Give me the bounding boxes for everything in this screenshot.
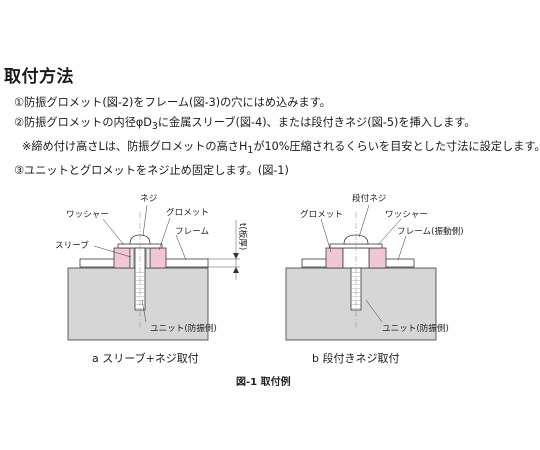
step-2-text-b: に金属スリーブ(図-4)、または段付きネジ(図-5)を挿入します。: [157, 116, 476, 129]
step-1: ①防振グロメット(図-2)をフレーム(図-3)の穴にはめ込みます。: [14, 96, 331, 109]
grommet-right-a: [149, 247, 167, 269]
label-grommet-b: グロメット: [300, 208, 343, 220]
leader-sleeve-a: [93, 245, 132, 258]
leader-washer-b: [377, 218, 402, 246]
label-screw-a: ネジ: [140, 193, 158, 204]
label-frame-a: フレーム: [175, 226, 210, 237]
label-unit-b: ユニット(防振側): [382, 322, 449, 334]
leader-screw-a: [142, 204, 148, 237]
figure-a: t(板厚) ネジ ワッシャー グロメット フレーム スリーブ ユニット(防振側)…: [55, 193, 249, 365]
sleeve-right-a: [145, 247, 151, 269]
thickness-arrow-bottom: [233, 267, 239, 273]
step-3: ③ユニットとグロメットをネジ止め固定します。(図-1): [14, 164, 289, 178]
grommet-left-a: [113, 247, 131, 269]
grommet-left-b: [325, 247, 344, 269]
leader-unit-b: [365, 299, 383, 323]
step-note: ※締め付け高さLは、防振グロメットの高さH1が10%圧縮されるくらいを目安とした…: [14, 137, 540, 161]
label-thickness: t(板厚): [237, 223, 249, 250]
leader-stepped-screw-b: [358, 204, 370, 238]
leader-unit-a: [141, 299, 147, 323]
caption-a: a スリーブ+ネジ取付: [92, 351, 199, 365]
grommet-right-b: [368, 247, 387, 269]
thickness-arrow-top: [233, 253, 239, 259]
sleeve-left-a: [129, 247, 135, 269]
step-2-text-a: ②防振グロメットの内径φD: [14, 116, 152, 129]
leader-frame-b: [397, 235, 407, 261]
leader-grommet-a: [158, 217, 171, 251]
label-washer-a: ワッシャー: [66, 210, 109, 220]
note-text-a: ※締め付け高さLは、防振グロメットの高さH: [22, 140, 248, 154]
leader-frame-a: [175, 234, 187, 261]
leader-grommet-b: [320, 218, 332, 253]
label-grommet-a: グロメット: [166, 206, 209, 218]
step-2-subscript: 3: [151, 121, 158, 133]
frame-plate-right-a: [161, 258, 209, 268]
note-subscript: 1: [247, 145, 254, 157]
label-frame-b: フレーム(振動側): [397, 225, 464, 237]
figure-b: 段付ネジ グロメット ワッシャー フレーム(振動側) ユニット(防振側) b 段…: [285, 192, 464, 365]
caption-b: b 段付きネジ取付: [312, 351, 399, 365]
label-unit-a: ユニット(防振側): [150, 322, 217, 334]
instruction-list: ①防振グロメット(図-2)をフレーム(図-3)の穴にはめ込みます。 ②防振グロメ…: [14, 93, 540, 181]
figure-caption: 図-1 取付例: [236, 375, 291, 388]
leader-washer-a: [102, 218, 125, 246]
step-2: ②防振グロメットの内径φD3に金属スリーブ(図-4)、または段付きネジ(図-5)…: [14, 113, 540, 137]
label-stepped-screw-b: 段付ネジ: [352, 192, 387, 204]
label-washer-b: ワッシャー: [385, 210, 428, 220]
page-title: 取付方法: [4, 67, 74, 87]
label-sleeve-a: スリーブ: [55, 239, 89, 251]
note-text-b: が10%圧縮されるくらいを目安とした寸法に設定します。: [253, 140, 540, 154]
